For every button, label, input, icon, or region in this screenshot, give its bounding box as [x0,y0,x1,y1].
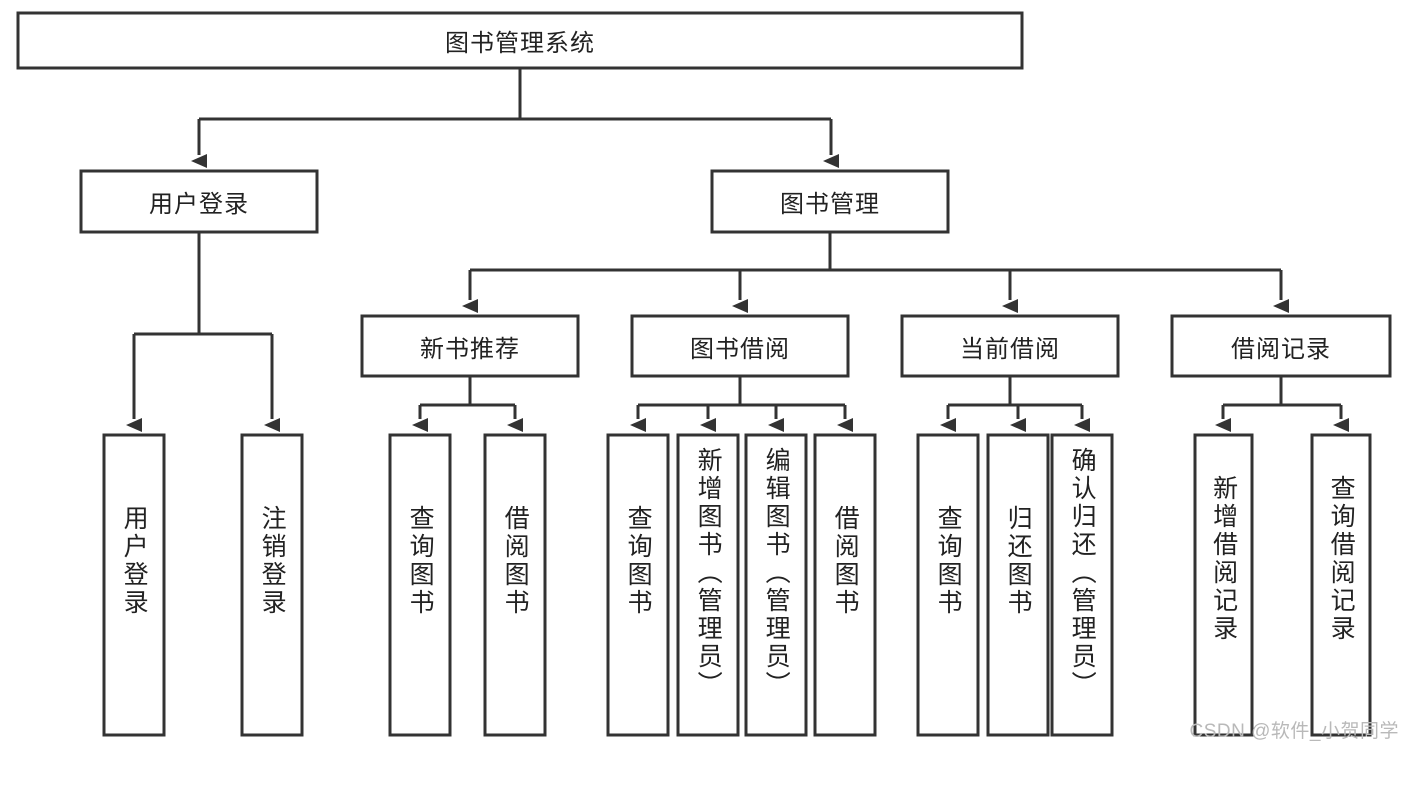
tree-diagram-svg [16,11,1392,737]
node-box-leaf-query-book-3[interactable] [916,433,980,737]
node-box-leaf-add-record[interactable] [1193,433,1254,737]
node-box-leaf-query-record[interactable] [1310,433,1372,737]
node-layer [16,11,1392,737]
diagram-canvas: 图书管理系统 用户登录 图书管理 新书推荐 图书借阅 当前借阅 借阅记录 用户登… [16,11,1398,742]
node-box-leaf-edit-book[interactable] [744,433,808,737]
node-box-leaf-query-book-2[interactable] [606,433,670,737]
node-box-user-login[interactable] [79,169,319,234]
node-box-book-borrow[interactable] [630,314,850,378]
connector-layer [126,68,1349,432]
node-box-book-mgmt[interactable] [710,169,950,234]
node-box-leaf-borrow-book-2[interactable] [813,433,877,737]
node-box-leaf-borrow-book-1[interactable] [483,433,547,737]
node-box-leaf-return-book[interactable] [986,433,1050,737]
node-box-leaf-query-book-1[interactable] [388,433,452,737]
node-box-leaf-confirm-return[interactable] [1050,433,1114,737]
node-box-leaf-user-login[interactable] [102,433,166,737]
node-box-leaf-logout[interactable] [240,433,304,737]
node-box-current-borrow[interactable] [900,314,1120,378]
node-box-new-book-rec[interactable] [360,314,580,378]
node-box-root[interactable] [16,11,1024,70]
node-box-borrow-record[interactable] [1170,314,1392,378]
node-box-leaf-add-book[interactable] [676,433,740,737]
